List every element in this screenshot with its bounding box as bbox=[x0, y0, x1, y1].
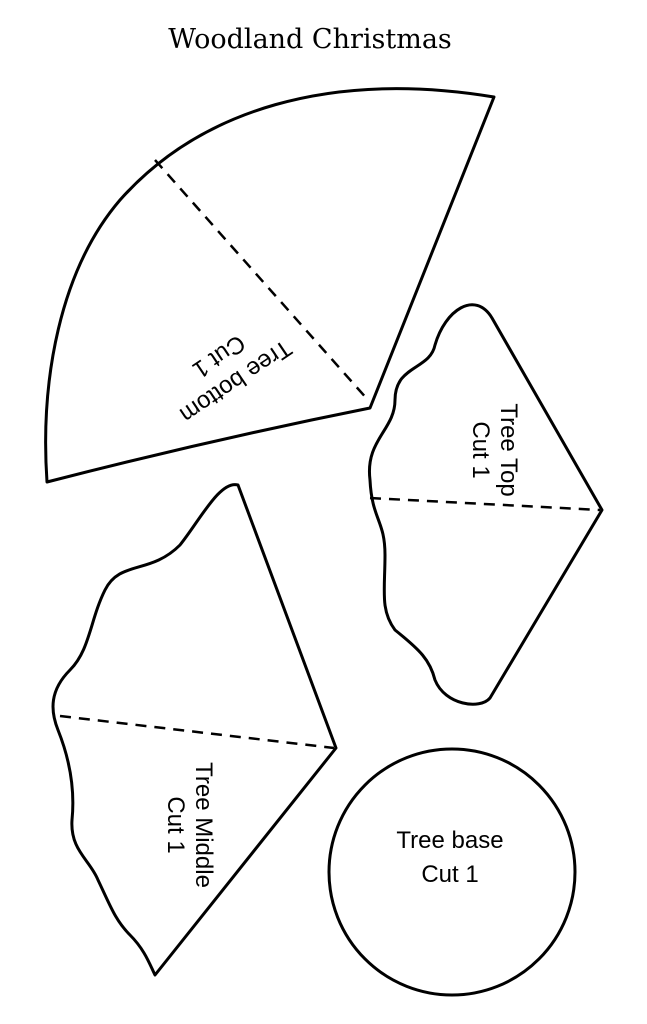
tree-middle-cut: Cut 1 bbox=[162, 796, 189, 853]
piece-tree-middle: Tree Middle Cut 1 bbox=[51, 483, 338, 977]
piece-tree-bottom: Tree bottom Cut 1 bbox=[44, 87, 496, 484]
page-title: Woodland Christmas bbox=[168, 24, 452, 55]
tree-base-cut: Cut 1 bbox=[421, 861, 478, 888]
tree-base-outline bbox=[327, 747, 577, 997]
tree-top-outline bbox=[367, 303, 604, 706]
tree-top-fold-line bbox=[369, 496, 601, 512]
tree-bottom-outline bbox=[44, 87, 496, 484]
tree-base-label: Tree base bbox=[396, 827, 503, 854]
piece-tree-top: Tree Top Cut 1 bbox=[367, 303, 604, 706]
tree-middle-fold-line bbox=[59, 714, 335, 750]
tree-top-label: Tree Top bbox=[495, 403, 522, 496]
tree-middle-outline bbox=[51, 483, 338, 977]
tree-bottom-fold-line bbox=[154, 159, 369, 401]
tree-top-cut: Cut 1 bbox=[467, 421, 494, 478]
piece-tree-base: Tree base Cut 1 bbox=[327, 747, 577, 997]
tree-middle-label: Tree Middle bbox=[190, 762, 217, 888]
